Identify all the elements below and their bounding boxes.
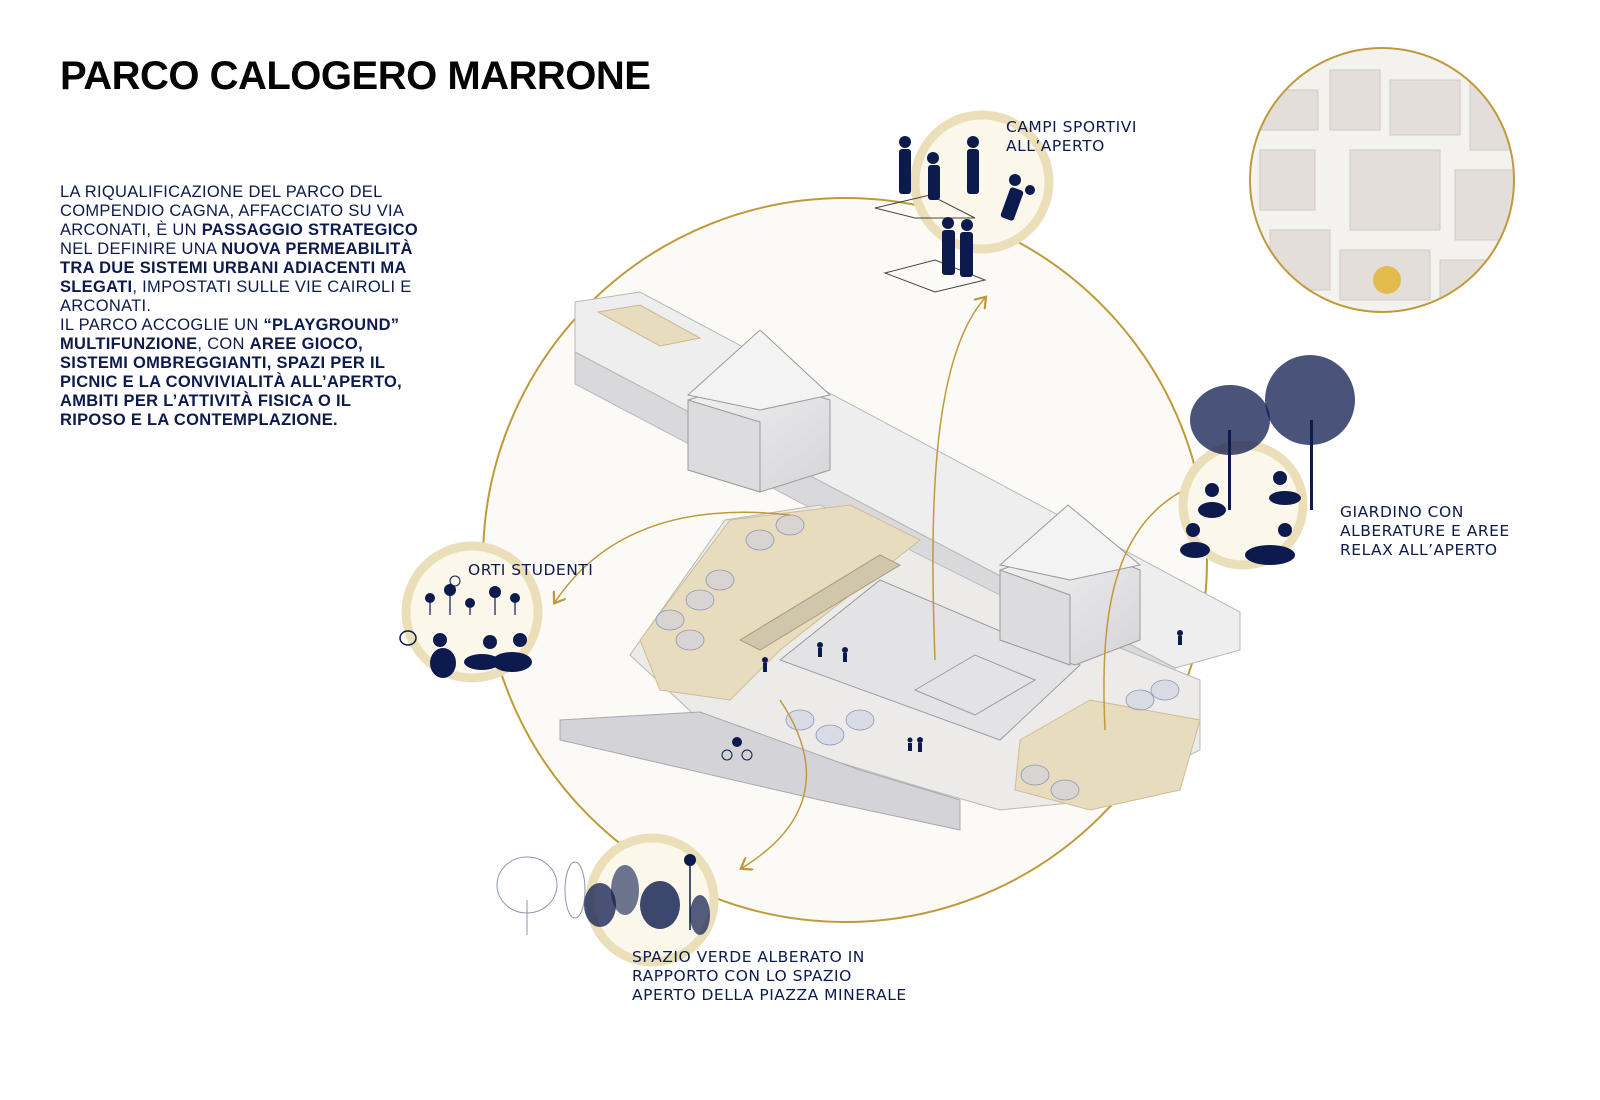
callout-line: APERTO DELLA PIAZZA MINERALE bbox=[632, 986, 907, 1004]
callout-line: CAMPI SPORTIVI bbox=[1006, 118, 1137, 136]
site-model bbox=[559, 291, 1241, 831]
relax-garden-icon bbox=[1180, 355, 1355, 565]
page-title: PARCO CALOGERO MARRONE bbox=[60, 54, 651, 98]
arrow-to-spazio bbox=[742, 699, 808, 868]
connection-arrows bbox=[555, 298, 1195, 868]
bridge bbox=[738, 554, 902, 651]
callout-line: ORTI STUDENTI bbox=[468, 561, 594, 579]
location-marker bbox=[1373, 266, 1401, 294]
orti-bubble bbox=[399, 541, 543, 683]
trees-plants-icon bbox=[496, 854, 710, 935]
intro-emphasis: NUOVA PERMEABILITÀ TRA DUE SISTEMI URBAN… bbox=[60, 240, 413, 296]
callout-line: ALL’APERTO bbox=[1006, 137, 1105, 155]
callout-orti-studenti: ORTI STUDENTI bbox=[468, 561, 593, 580]
central-square bbox=[778, 579, 1081, 741]
callout-line: SPAZIO VERDE ALBERATO IN bbox=[632, 948, 865, 966]
spazio-bubble bbox=[496, 833, 719, 967]
intro-text: , IMPOSTATI SULLE VIE CAIROLI E ARCONATI… bbox=[60, 278, 412, 315]
callout-spazio-verde: SPAZIO VERDE ALBERATO IN RAPPORTO CON LO… bbox=[632, 948, 907, 1005]
intro-text: LA RIQUALIFICAZIONE DEL PARCO DEL COMPEN… bbox=[60, 183, 404, 239]
giardino-bubble bbox=[1178, 355, 1355, 570]
callout-giardino: GIARDINO CON ALBERATURE E AREE RELAX ALL… bbox=[1340, 503, 1510, 560]
rooftop-terrace bbox=[596, 304, 702, 347]
intro-emphasis: “PLAYGROUND” MULTIFUNZIONE bbox=[60, 316, 400, 353]
left-tower bbox=[686, 329, 832, 493]
arrow-to-orti bbox=[555, 511, 791, 602]
intro-paragraph: LA RIQUALIFICAZIONE DEL PARCO DEL COMPEN… bbox=[60, 183, 420, 430]
callout-line: ALBERATURE E AREE bbox=[1340, 522, 1510, 540]
location-map-icon bbox=[1249, 47, 1515, 313]
callout-line: GIARDINO CON bbox=[1340, 503, 1464, 521]
intro-emphasis: AREE GIOCO, SISTEMI OMBREGGIANTI, SPAZI … bbox=[60, 335, 403, 429]
callout-campi-sportivi: CAMPI SPORTIVI ALL’APERTO bbox=[1006, 118, 1137, 156]
callout-line: RELAX ALL’APERTO bbox=[1340, 541, 1498, 559]
gardening-people-icon bbox=[399, 575, 532, 678]
intro-text: , CON bbox=[197, 335, 250, 353]
campi-bubble bbox=[874, 110, 1054, 293]
callout-line: RAPPORTO CON LO SPAZIO bbox=[632, 967, 852, 985]
arrow-to-campi bbox=[932, 298, 985, 661]
right-tower bbox=[998, 504, 1142, 666]
ramp bbox=[559, 711, 961, 831]
arrow-to-giardino bbox=[1103, 485, 1195, 731]
shade-structures bbox=[655, 514, 1180, 801]
sports-people-icon bbox=[874, 136, 1035, 293]
site-figures bbox=[721, 630, 1183, 761]
intro-emphasis: PASSAGGIO STRATEGICO bbox=[201, 221, 418, 239]
intro-text: NEL DEFINIRE UNA bbox=[60, 240, 222, 258]
intro-text: IL PARCO ACCOGLIE UN bbox=[60, 316, 264, 334]
